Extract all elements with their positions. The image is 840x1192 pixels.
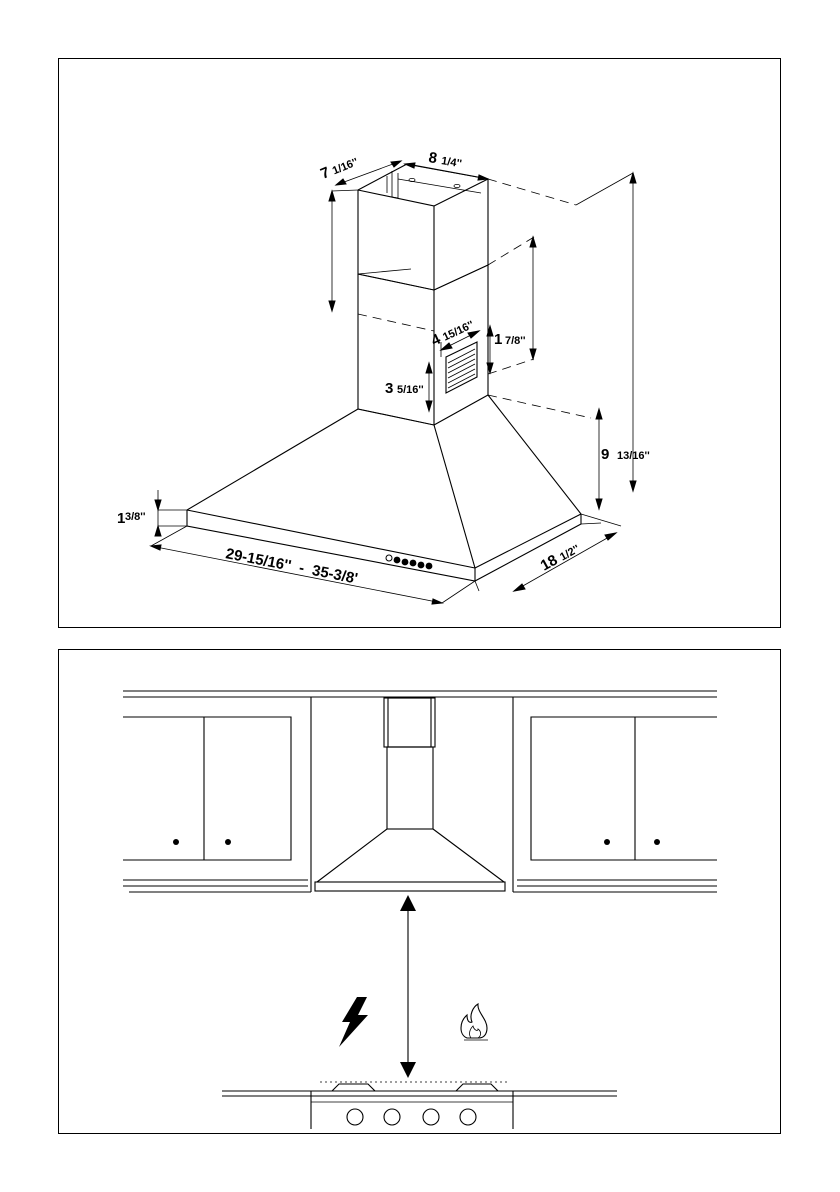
dim-vent-offset: 1 7/8'': [494, 331, 526, 348]
cabinet-knob: [604, 839, 610, 845]
ceiling: [123, 691, 717, 697]
dim-width-range: 29-15/16'' - 35-3/8': [224, 545, 359, 587]
dim-vent-height: 3 5/16'': [385, 380, 424, 397]
dim-depth: 18 1/2'': [538, 539, 583, 574]
svg-text:5/16'': 5/16'': [397, 384, 424, 396]
cooktop-knob: [384, 1109, 400, 1125]
range-hood-front: [315, 698, 505, 891]
svg-text:8: 8: [427, 149, 438, 167]
svg-text:15/16'': 15/16'': [441, 319, 476, 344]
hood-isometric-drawing: 7 1/16'' 8 1/4'' 4 15/16'' 1 7/8'' 3 5/1…: [59, 59, 782, 629]
upper-chimney: [358, 164, 488, 290]
vent-grille: [446, 342, 477, 393]
gas-flame-icon: [461, 1004, 488, 1040]
svg-text:9: 9: [601, 446, 609, 463]
cabinet-knob: [654, 839, 660, 845]
svg-text:3: 3: [385, 380, 393, 397]
svg-text:1/2'': 1/2'': [558, 543, 582, 564]
svg-text:1: 1: [494, 331, 502, 348]
svg-text:29-15/16'' - 35-3/8': 29-15/16'' - 35-3/8': [224, 545, 359, 587]
left-wall-cabinet: [123, 697, 311, 892]
cabinet-knob: [225, 839, 231, 845]
clearance-arrow: [400, 895, 416, 1078]
svg-text:3/8'': 3/8'': [125, 511, 146, 523]
dim-rim-height: 1 3/8'': [117, 510, 146, 527]
svg-text:13/16'': 13/16'': [617, 450, 650, 462]
installation-panel: [58, 649, 781, 1134]
control-buttons-icon: [386, 555, 432, 569]
cooktop-knob: [423, 1109, 439, 1125]
cooktop-knob: [347, 1109, 363, 1125]
lightning-bolt-icon: [339, 997, 368, 1047]
dim-canopy-height: 9 13/16'': [601, 446, 650, 463]
dim-chimney-width: 8 1/4'': [427, 149, 463, 171]
cooktop-knobs: [347, 1109, 476, 1125]
dimension-arrows: [151, 161, 636, 604]
lower-chimney: [358, 265, 488, 425]
installation-drawing: [59, 650, 782, 1135]
svg-text:1/16'': 1/16'': [331, 156, 361, 177]
cooktop-knob: [460, 1109, 476, 1125]
cooktop: [222, 1082, 617, 1129]
svg-text:1/4'': 1/4'': [440, 155, 463, 170]
cabinet-knob: [173, 839, 179, 845]
dimension-drawing-panel: 7 1/16'' 8 1/4'' 4 15/16'' 1 7/8'' 3 5/1…: [58, 58, 781, 628]
svg-text:7/8'': 7/8'': [505, 335, 526, 347]
right-wall-cabinet: [513, 697, 717, 892]
svg-text:18: 18: [538, 552, 561, 575]
